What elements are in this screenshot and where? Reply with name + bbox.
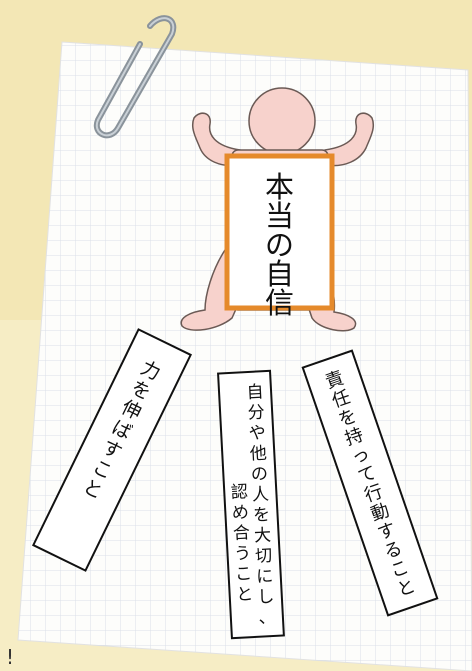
center-label-box bbox=[224, 153, 335, 311]
figure-right-arm bbox=[324, 112, 375, 167]
corner-mark: ! bbox=[6, 645, 15, 669]
card-grow-box bbox=[31, 328, 193, 572]
card-respect-box bbox=[217, 369, 285, 640]
card-grow: 力を伸ばすこと bbox=[31, 328, 193, 572]
center-label-text: 本当の自信 bbox=[265, 170, 294, 320]
card-responsibility-text: 責任を持って行動すること bbox=[323, 368, 418, 602]
card-respect-text-line2: 認め合うこと bbox=[230, 482, 253, 605]
card-responsibility: 責任を持って行動すること bbox=[301, 349, 439, 617]
figure-head bbox=[248, 87, 316, 155]
card-respect: 自分や他の人を大切にし、 認め合うこと bbox=[217, 369, 285, 640]
card-responsibility-box bbox=[301, 349, 439, 617]
card-respect-text-line1: 自分や他の人を大切にし、 bbox=[246, 382, 276, 628]
figure-left-arm bbox=[191, 112, 241, 167]
paperclip-icon bbox=[93, 15, 177, 139]
center-label: 本当の自信 bbox=[224, 153, 335, 320]
